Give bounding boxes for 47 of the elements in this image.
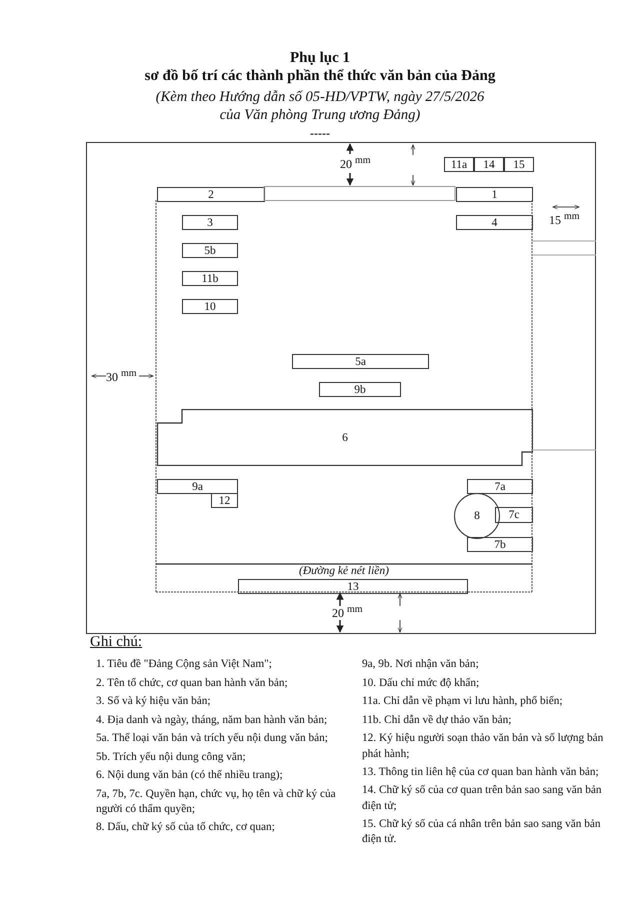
position-box: 10 — [182, 299, 238, 314]
note-item: 9a, 9b. Nơi nhận văn bản; — [362, 657, 480, 672]
position-box: 11a — [444, 157, 474, 172]
note-item: 3. Số và ký hiệu văn bản; — [96, 694, 212, 709]
note-item: 5a. Thể loại văn bản và trích yếu nội dung văn bản; — [96, 731, 329, 746]
position-box: 1 — [456, 187, 533, 202]
position-box: 14 — [474, 157, 504, 172]
dimension-label: 30 $^{mm}$ — [106, 368, 137, 385]
line-note: (Đường kẻ nét liền) — [298, 565, 390, 577]
position-box: 5b — [182, 243, 238, 258]
title: Phụ lục 1 — [288, 50, 351, 67]
page-frame — [86, 142, 596, 634]
position-box: 5a — [292, 354, 429, 369]
note-item: 4. Địa danh và ngày, tháng, năm ban hành văn bản; — [96, 712, 328, 728]
note-item: 13. Thông tin liên hệ của cơ quan ban hành văn bản; — [362, 764, 600, 780]
position-box: 12 — [211, 493, 238, 508]
note-item: 5b. Trích yếu nội dung công văn; — [96, 750, 247, 764]
position-box: 13 — [238, 579, 468, 594]
content-area: 6 — [157, 409, 533, 466]
position-box: 9b — [319, 382, 401, 397]
subtitle: sơ đồ bố trí các thành phần thể thức văn bản của Đảng — [144, 68, 496, 85]
position-box: 3 — [182, 215, 238, 230]
note-item: 2. Tên tổ chức, cơ quan ban hành văn bản; — [96, 676, 289, 690]
position-box: 11b — [182, 271, 238, 286]
reference-note: (Kèm theo Hướng dẫn số 05-HD/VPTW, ngày 27/5/2026 của Văn phòng Trung ương Đảng) — [154, 88, 486, 124]
note-item: 15. Chữ ký số của cá nhân trên bản sao sang văn bản điện tử. — [362, 816, 602, 847]
notes-heading: Ghi chú: — [90, 634, 142, 651]
note-item: 14. Chữ ký số của cơ quan trên bản sao sang văn bản điện tử; — [362, 783, 603, 814]
position-box: 9a — [157, 479, 238, 494]
position-box: 15 — [504, 157, 534, 172]
position-box: 7c — [495, 507, 533, 523]
note-item: 7a, 7b, 7c. Quyền hạn, chức vụ, họ tên và chữ ký của người có thẩm quyền; — [96, 786, 337, 817]
note-item: 6. Nội dung văn bản (có thể nhiều trang); — [96, 768, 284, 783]
position-box: 2 — [157, 187, 265, 202]
position-box: 4 — [456, 215, 533, 230]
dimension-label: 15 $^{mm}$ — [549, 211, 580, 228]
dimension-label: 20 $^{mm}$ — [340, 155, 371, 172]
position-box: 7b — [467, 537, 533, 552]
position-box: 7a — [467, 479, 533, 494]
note-item: 11a. Chỉ dẫn về phạm vi lưu hành, phổ biến; — [362, 694, 564, 709]
dimension-label: 20 $^{mm}$ — [332, 604, 363, 621]
note-item: 11b. Chỉ dẫn về dự thảo văn bản; — [362, 712, 512, 728]
note-item: 12. Ký hiệu người soạn thảo văn bản và số lượng bản phát hành; — [362, 731, 604, 762]
separator-dashes: ----- — [309, 126, 331, 141]
note-item: 1. Tiêu đề "Đảng Cộng sản Việt Nam"; — [96, 657, 273, 672]
note-item: 8. Dấu, chữ ký số của tổ chức, cơ quan; — [96, 820, 276, 835]
note-item: 10. Dấu chỉ mức độ khẩn; — [362, 676, 480, 690]
